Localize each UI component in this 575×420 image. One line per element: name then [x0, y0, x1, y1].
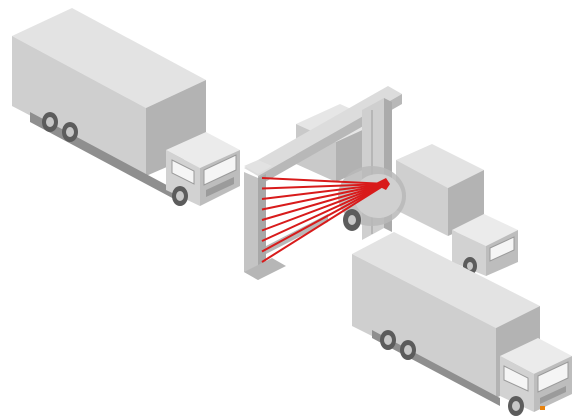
scan-beam-6	[261, 183, 387, 232]
truck-upper-left-box-top	[12, 8, 206, 108]
truck-in-portal	[396, 144, 518, 276]
truck-lower-right-windshield	[537, 361, 569, 393]
beam-emitter	[374, 178, 390, 190]
truck-upper-left-hub-rear-1	[46, 117, 54, 127]
truck-upper-left	[12, 8, 240, 206]
truck-in-portal-cab-top	[452, 214, 518, 246]
truck-in-portal-box-side	[396, 160, 448, 236]
detector-column-front	[244, 172, 258, 280]
truck-in-portal-cab-side	[452, 230, 486, 276]
scan-beam-9	[261, 183, 387, 263]
scan-beam-8	[261, 183, 387, 253]
truck-upper-left-box-side	[12, 36, 146, 176]
scan-beam-1	[261, 177, 387, 185]
scan-beam-2	[261, 183, 387, 190]
scan-beams	[261, 177, 390, 263]
truck-in-portal-hub-front	[467, 262, 473, 270]
radiation-source	[338, 166, 406, 231]
truck-upper-left-hub-front	[176, 191, 184, 201]
detector-header	[244, 160, 272, 174]
truck-lower-right-hub-rear-2	[404, 345, 412, 355]
truck-upper-left-cab-top	[166, 132, 240, 168]
truck-lower-right-box-side	[352, 254, 496, 398]
truck-lower-right-side-window	[503, 365, 529, 392]
gantry-top-beam	[244, 86, 402, 176]
truck-lower-right-indicator-light	[540, 406, 545, 410]
truck-lower-right-grille	[540, 386, 566, 404]
scan-beam-4	[261, 183, 387, 211]
scan-beam-7	[261, 183, 387, 242]
truck-lower-right-cab-top	[500, 338, 572, 374]
portal-wheel-hub	[348, 215, 356, 225]
scan-beam-3	[261, 183, 387, 200]
truck-in-portal-windshield	[489, 236, 515, 262]
truck-in-portal-box-top	[396, 144, 484, 188]
truck-lower-right-hub-front	[512, 401, 520, 411]
truck-lower-right-hub-rear-1	[384, 335, 392, 345]
detector-base	[244, 258, 286, 280]
truck-upper-left-grille	[206, 177, 234, 197]
truck-upper-left-windshield	[203, 154, 237, 186]
truck-lower-right	[352, 232, 572, 416]
truck-lower-right-box-top	[352, 232, 540, 328]
scan-beam-5	[261, 183, 387, 221]
truck-upper-left-side-window	[171, 159, 195, 185]
truck-upper-left-hub-rear-2	[66, 127, 74, 137]
detector-column-side	[258, 174, 266, 280]
detector-array	[244, 160, 328, 280]
